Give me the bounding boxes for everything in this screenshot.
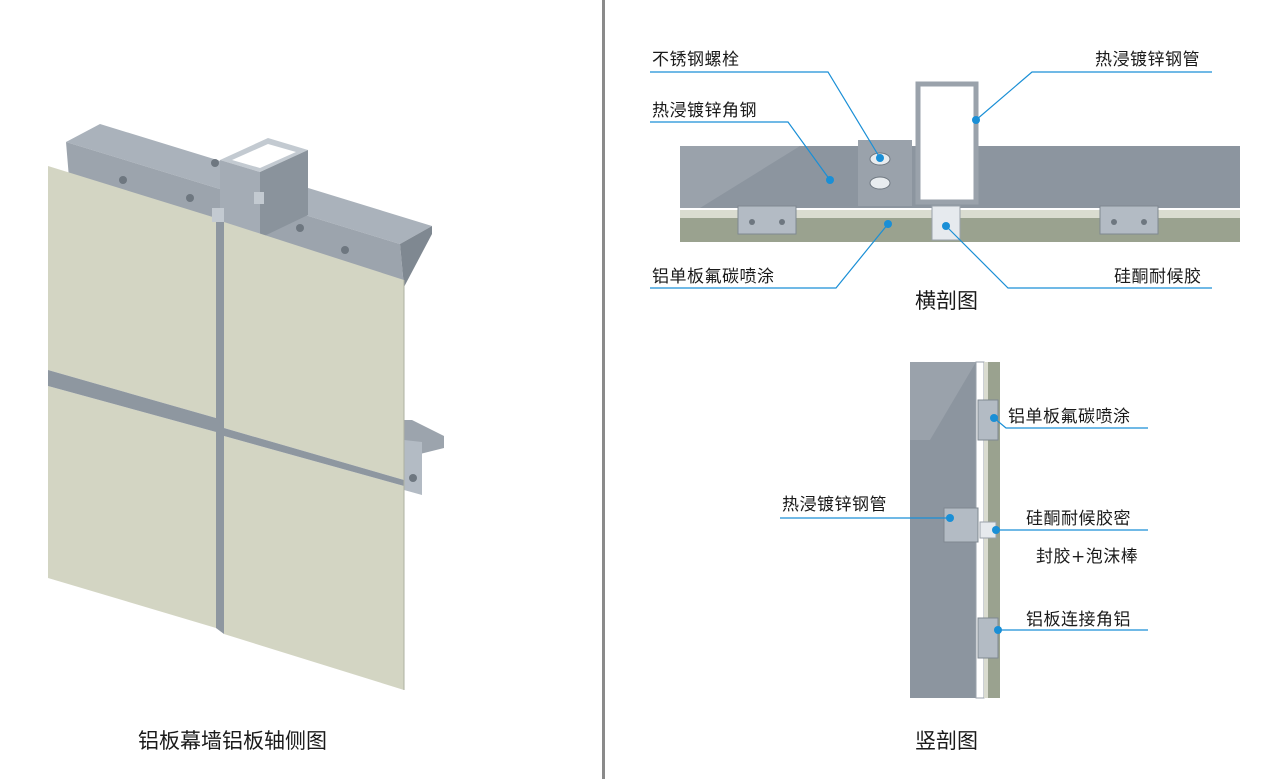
axonometric-panel: 铝板幕墙铝板轴侧图 — [0, 0, 602, 779]
vertical-section-drawing — [910, 361, 1000, 699]
panel-joints — [48, 218, 404, 634]
axonometric-drawing — [48, 124, 444, 690]
steel-tube-shape — [915, 81, 979, 205]
label-steel-tube: 热浸镀锌钢管 — [1095, 50, 1200, 70]
label-vertical-sealant-line1: 硅酮耐候胶密 — [1026, 509, 1131, 529]
square-steel-tube — [220, 138, 308, 238]
axonometric-caption: 铝板幕墙铝板轴侧图 — [138, 729, 327, 753]
label-vertical-sealant-line2: 封胶+泡沫棒 — [1036, 547, 1139, 567]
label-sealant: 硅酮耐候胶 — [1114, 267, 1202, 287]
horizontal-section-caption: 横剖图 — [915, 289, 978, 313]
lower-angle-bracket — [400, 420, 444, 495]
label-vertical-panel-coating: 铝单板氟碳喷涂 — [1008, 407, 1131, 427]
aluminium-panels — [48, 166, 404, 690]
label-panel-coating: 铝单板氟碳喷涂 — [652, 267, 775, 287]
horizontal-leaders — [650, 71, 1212, 289]
label-angle-steel: 热浸镀锌角钢 — [652, 101, 757, 121]
panel-divider — [602, 0, 605, 779]
label-vertical-steel-tube: 热浸镀锌钢管 — [782, 495, 887, 515]
label-vertical-connector: 铝板连接角铝 — [1026, 610, 1131, 630]
panel-clips — [212, 192, 264, 222]
vertical-section-caption: 竖剖图 — [915, 729, 978, 753]
bolt-plate-shape — [858, 140, 912, 206]
label-bolt: 不锈钢螺栓 — [652, 50, 740, 70]
vertical-leaders — [780, 414, 1148, 634]
horizontal-section-drawing — [680, 81, 1240, 242]
